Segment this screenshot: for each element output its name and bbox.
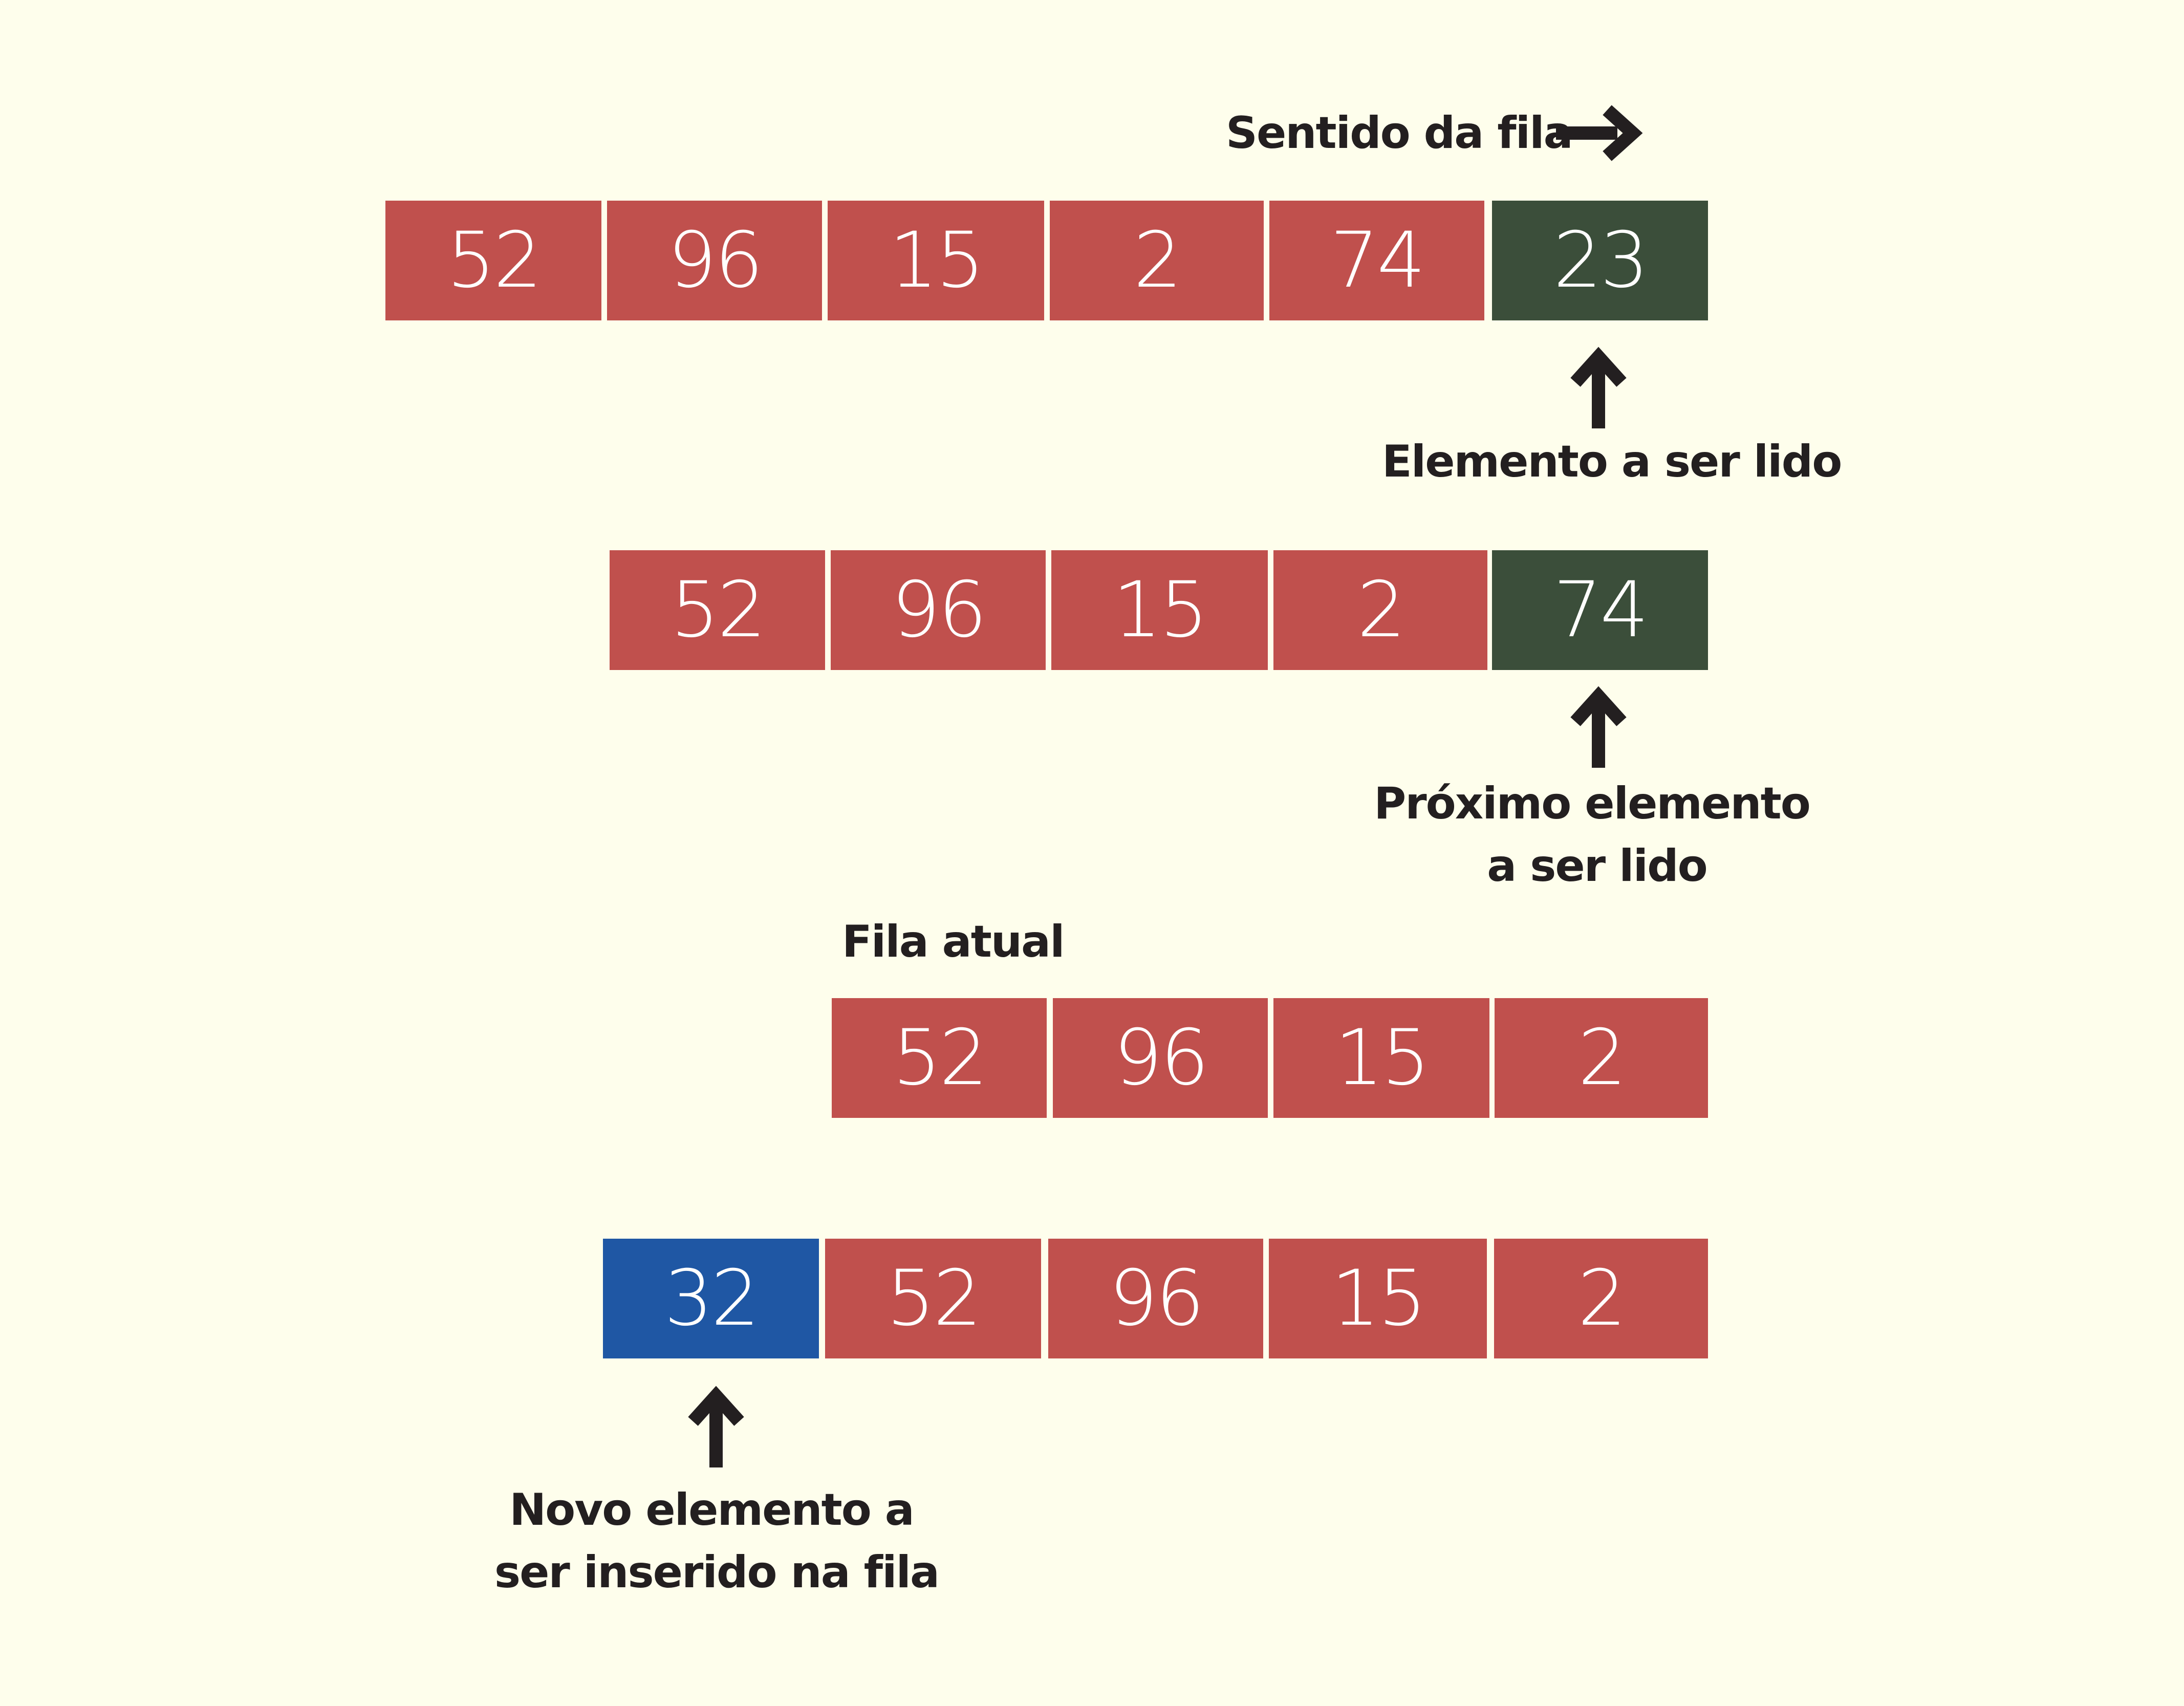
read-element-label: Elemento a ser lido	[1382, 436, 1842, 487]
queue-1-cell-2: 96	[607, 201, 822, 320]
queue-3-cell-3: 15	[1273, 998, 1489, 1118]
queue-4-cell-inserted: 32	[603, 1239, 819, 1358]
queue-1-cell-1: 52	[385, 201, 601, 320]
next-read-label-line-2: a ser lido	[1487, 840, 1707, 892]
insert-label-line-2: ser inserido na fila	[494, 1547, 940, 1598]
queue-2-cell-1: 52	[610, 550, 825, 670]
queue-1-cell-5: 74	[1269, 201, 1484, 320]
insert-label-line-1: Novo elemento a	[509, 1484, 915, 1536]
arrow-up-icon	[1570, 681, 1627, 768]
direction-label: Sentido da fila	[1226, 107, 1573, 159]
queue-1-cell-4: 2	[1050, 201, 1264, 320]
queue-1-cell-3: 15	[828, 201, 1044, 320]
queue-4-cell-5: 2	[1494, 1239, 1708, 1358]
queue-3-cell-1: 52	[832, 998, 1047, 1118]
queue-3-cell-4: 2	[1495, 998, 1708, 1118]
queue-2-cell-2: 96	[831, 550, 1046, 670]
queue-4-cell-2: 52	[825, 1239, 1041, 1358]
queue-4-cell-4: 15	[1269, 1239, 1487, 1358]
queue-1-cell-read: 23	[1492, 201, 1708, 320]
arrow-up-icon	[1570, 341, 1627, 428]
queue-3-cell-2: 96	[1053, 998, 1268, 1118]
queue-4-cell-3: 96	[1048, 1239, 1263, 1358]
queue-2-cell-read: 74	[1492, 550, 1708, 670]
queue-2-cell-4: 2	[1273, 550, 1487, 670]
queue-2-cell-3: 15	[1051, 550, 1268, 670]
arrow-up-icon	[688, 1380, 744, 1467]
arrow-right-icon	[1556, 105, 1646, 161]
current-queue-title: Fila atual	[842, 916, 1065, 967]
next-read-label-line-1: Próximo elemento	[1374, 778, 1811, 829]
